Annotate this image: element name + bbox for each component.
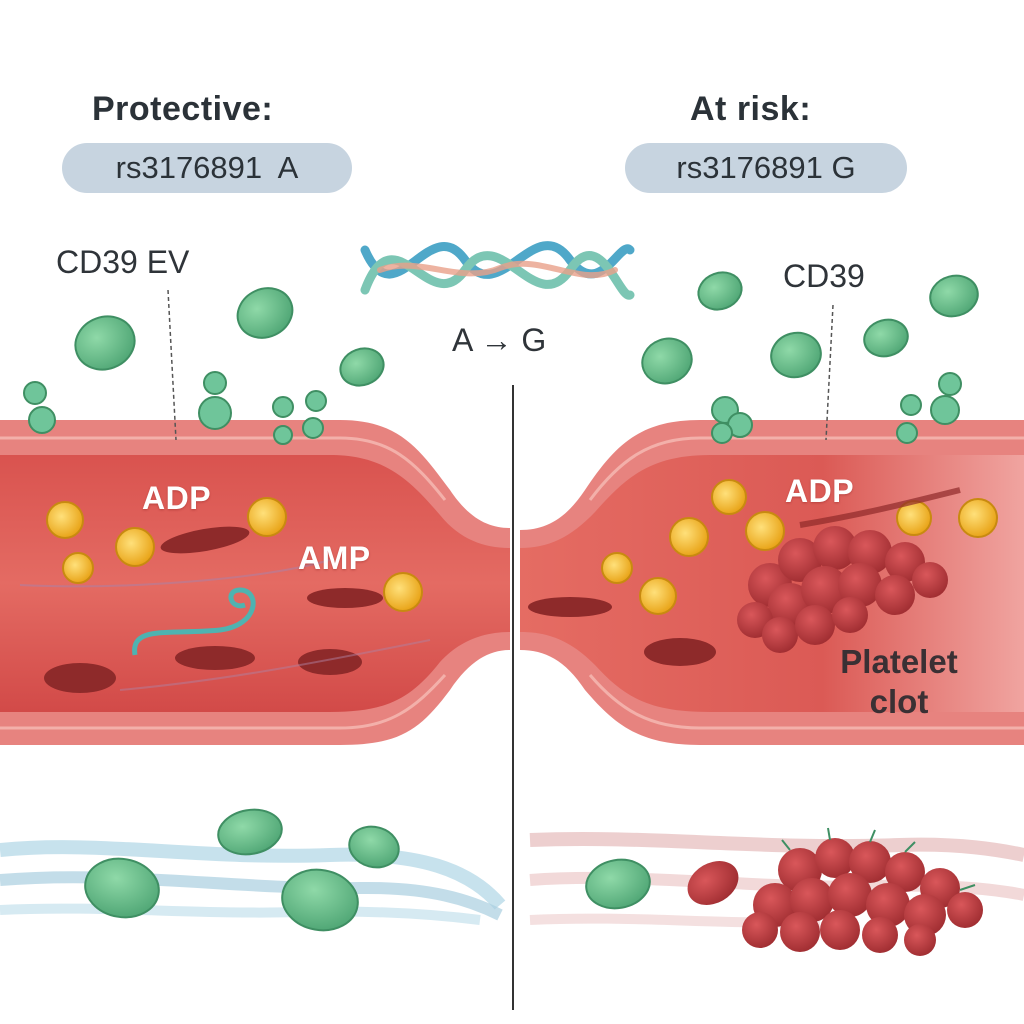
adp-molecule: [383, 572, 423, 612]
dna-helix-icon: [360, 241, 635, 300]
cd39-ev-label: CD39 EV: [56, 244, 190, 280]
platelet: [820, 910, 860, 950]
left-wall-texture-bottom: [0, 673, 447, 730]
cd39-pointer: [825, 304, 834, 441]
platelet: [801, 566, 849, 614]
platelet-clot-bottom: [742, 827, 983, 956]
right-heading: At risk:: [690, 90, 812, 128]
right-genotype-pill: rs3176891 G: [625, 143, 907, 193]
adp-molecule: [601, 552, 633, 584]
adp-molecule: [115, 527, 155, 567]
left-adp-label: ADP: [142, 480, 212, 516]
platelet: [795, 605, 835, 645]
red-blood-cell: [644, 638, 716, 666]
right-lumen-contents: [528, 479, 998, 666]
cd39-strand: [132, 587, 256, 656]
cd39-ev: [863, 318, 909, 358]
platelet: [862, 917, 898, 953]
adp-molecule: [711, 479, 747, 515]
cd39-ev-small: [305, 390, 327, 412]
cd39-ev: [348, 825, 400, 869]
red-blood-cell: [298, 649, 362, 675]
adp-molecule: [639, 577, 677, 615]
adp-molecule: [958, 498, 998, 538]
cd39-ev-small: [896, 422, 918, 444]
right-wall-texture-bottom: [588, 674, 1024, 730]
cd39-ev: [641, 337, 693, 385]
platelet: [849, 841, 891, 883]
platelet: [885, 852, 925, 892]
red-blood-cell: [687, 861, 739, 905]
cd39-ev-small: [302, 417, 324, 439]
cd39-ev-small: [272, 396, 294, 418]
adp-molecule: [62, 552, 94, 584]
red-blood-cell: [175, 646, 255, 670]
cd39-ev: [281, 868, 359, 932]
left-genotype-pill: rs3176891 A: [62, 143, 352, 193]
adp-molecule: [669, 517, 709, 557]
cd39-ev-pointer: [167, 289, 177, 441]
right-adp-label: ADP: [785, 473, 855, 509]
cd39-ev: [74, 315, 136, 371]
amp-label: AMP: [298, 540, 371, 576]
cd39-ev: [339, 347, 385, 387]
cd39-ev: [697, 271, 743, 311]
platelet: [762, 617, 798, 653]
platelet: [904, 924, 936, 956]
cd39-ev: [217, 808, 283, 856]
cd39-ev-small: [203, 371, 227, 395]
red-blood-cell: [307, 588, 383, 608]
red-blood-cell: [528, 597, 612, 617]
left-wall-texture-top: [0, 436, 447, 501]
cd39-ev-small: [711, 422, 733, 444]
platelet: [742, 912, 778, 948]
platelet: [866, 883, 910, 927]
platelet-clot-label-line2: clot: [869, 683, 929, 720]
cd39-ev: [585, 858, 651, 910]
platelet: [780, 912, 820, 952]
cd39-ev-small: [273, 425, 293, 445]
red-blood-cell: [160, 526, 250, 554]
left-bottom-flow: [0, 808, 506, 932]
platelet: [875, 575, 915, 615]
adp-molecule: [247, 497, 287, 537]
platelet: [832, 597, 868, 633]
adp-molecule: [745, 511, 785, 551]
cd39-ev: [236, 287, 294, 339]
cd39-ev-small: [198, 396, 232, 430]
mutation-label: A → G: [452, 322, 547, 358]
left-vessel-lumen: [0, 455, 510, 712]
platelet: [848, 530, 892, 574]
adp-molecule: [46, 501, 84, 539]
platelet-clot-label: Platelet clot: [814, 642, 984, 722]
cd39-ev-small: [28, 406, 56, 434]
left-cd39-evs: [23, 287, 385, 445]
cd39-ev: [84, 857, 160, 919]
cd39-label: CD39: [783, 258, 865, 294]
cd39-ev: [770, 331, 822, 379]
right-cd39-evs: [641, 271, 979, 444]
platelet: [790, 878, 834, 922]
left-blood-vessel: [0, 420, 510, 745]
cd39-ev-small: [900, 394, 922, 416]
cd39-ev-small: [938, 372, 962, 396]
platelet: [815, 838, 855, 878]
platelet: [838, 563, 882, 607]
cd39-ev-small: [23, 381, 47, 405]
platelet-clot-label-line1: Platelet: [840, 643, 958, 680]
red-blood-cell: [44, 663, 116, 693]
left-lumen-contents: [19, 497, 431, 693]
platelet-clot-vessel: [737, 526, 948, 653]
platelet: [912, 562, 948, 598]
cd39-ev: [929, 274, 979, 318]
platelet: [828, 873, 872, 917]
cd39-ev-small: [930, 395, 960, 425]
left-heading: Protective:: [92, 90, 274, 128]
platelet: [813, 526, 857, 570]
platelet: [947, 892, 983, 928]
right-wall-texture-top: [588, 436, 1024, 501]
